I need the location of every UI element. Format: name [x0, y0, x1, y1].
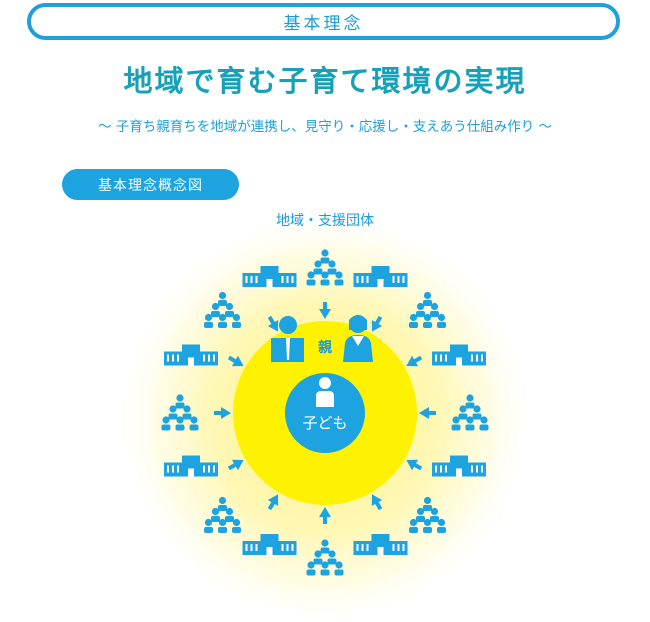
page-subtitle: ～ 子育ち親育ちを地域が連携し、見守り・応援し・支えあう仕組み作り ～ [97, 119, 553, 135]
outer-ring-label: 地域・支援団体 [276, 213, 374, 229]
child-label: 子ども [302, 414, 348, 432]
diagram-title-label: 基本理念概念図 [98, 177, 203, 194]
header-label: 基本理念 [283, 14, 364, 34]
header-pill: 基本理念 [27, 3, 620, 40]
parent-label: 親 [318, 340, 332, 356]
diagram-title-badge: 基本理念概念図 [62, 169, 239, 200]
mother-icon [343, 315, 373, 362]
child-circle [285, 373, 365, 453]
page-title: 地域で育む子育て環境の実現 [123, 64, 527, 98]
child-person-icon [316, 377, 334, 407]
father-icon [271, 316, 304, 362]
